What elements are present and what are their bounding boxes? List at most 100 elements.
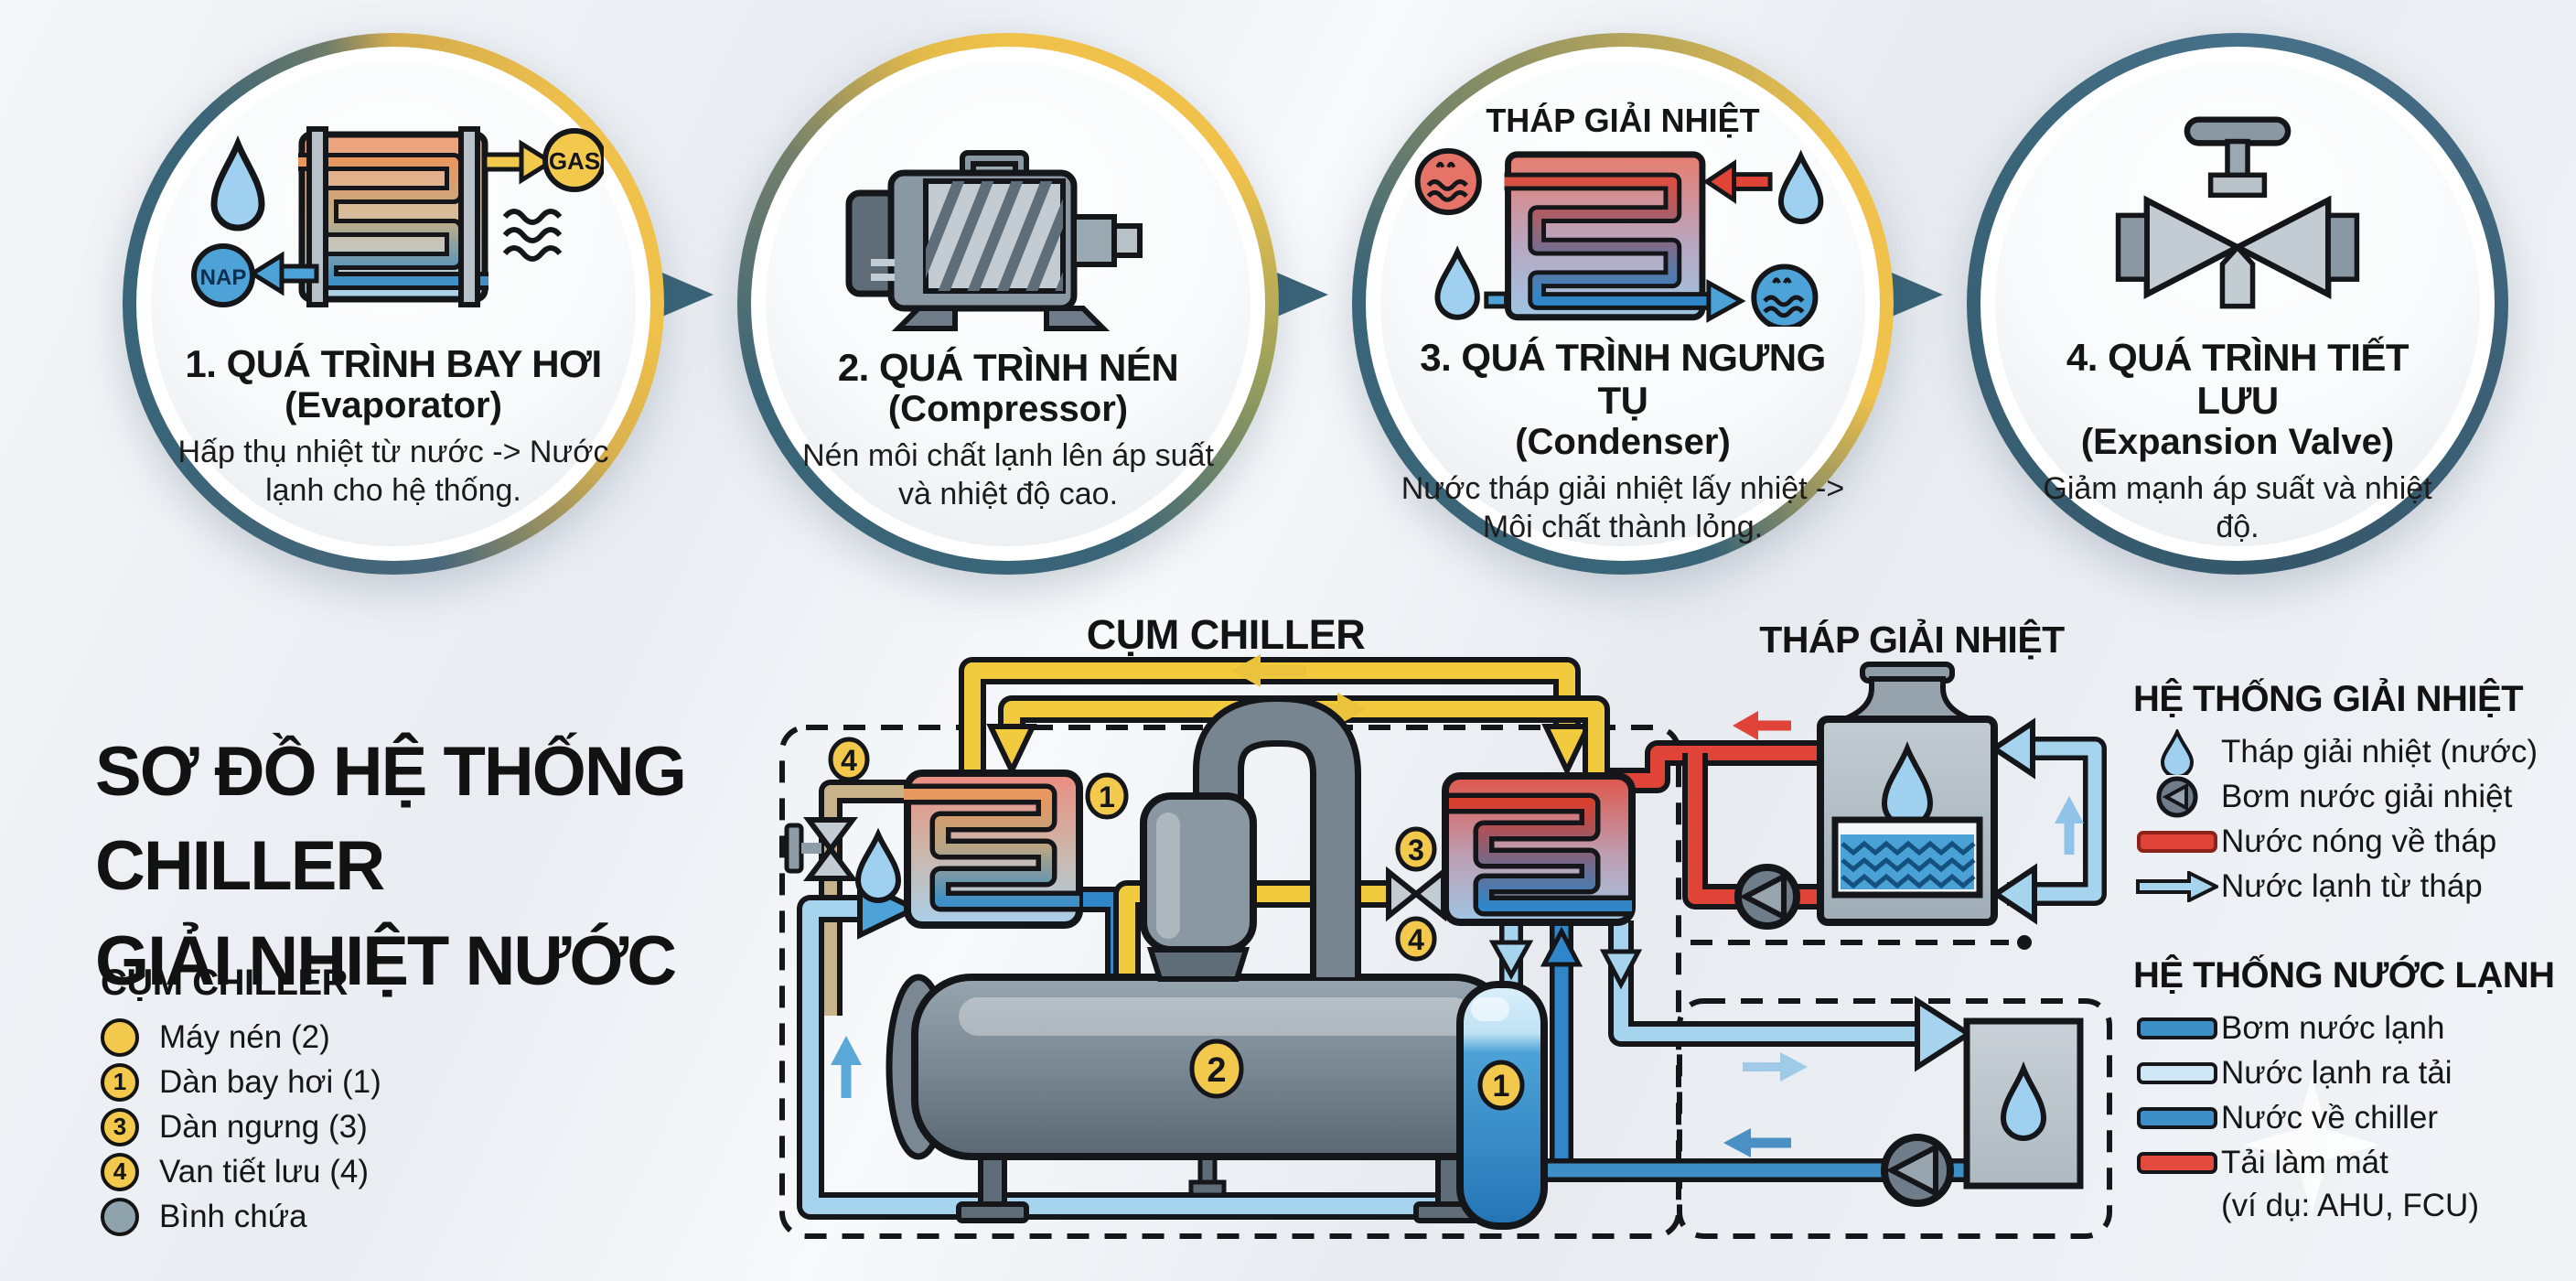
step-subtitle: (Evaporator) — [284, 385, 502, 426]
process-step-condensation: THÁP GIẢI NHIỆT — [1352, 33, 1894, 575]
chiller-legend-title: CỤM CHILLER — [101, 963, 349, 1003]
compressor-icon — [845, 150, 1143, 331]
chilled-legend-title: HỆ THỐNG NƯỚC LẠNH — [2133, 955, 2555, 996]
red-pipe-swatch — [2137, 1151, 2217, 1174]
evaporator-icon: GAS NAP — [191, 126, 604, 307]
legend-row-receiver: Bình chứa — [101, 1194, 381, 1239]
chilled-legend: HỆ THỐNG NƯỚC LẠNH Bơm nước lạnh Nước lạ… — [2133, 955, 2555, 1227]
legend-row-load: Tải làm mát — [2133, 1140, 2555, 1185]
flow-arrow-right-small — [1743, 1052, 1808, 1082]
gas-out-arrow — [482, 139, 555, 185]
step-title: 3. QUÁ TRÌNH NGƯNG TỤ — [1420, 335, 1826, 422]
legend-row-cooling-pump: Bơm nước giải nhiệt — [2133, 774, 2538, 819]
yellow-badge-3: 3 — [101, 1107, 139, 1146]
load-note: (ví dụ: AHU, FCU) — [2221, 1188, 2479, 1223]
step-description: Giảm mạnh áp suất và nhiệt độ. — [2043, 470, 2432, 544]
step-subtitle: (Condenser) — [1515, 421, 1731, 462]
expansion-valve-left — [784, 817, 858, 881]
heat-waves-icon — [502, 209, 563, 262]
cooling-legend-title: HỆ THỐNG GIẢI NHIỆT — [2133, 679, 2524, 719]
step-description: Hấp thụ nhiệt từ nước -> Nước lạnh cho h… — [177, 435, 609, 509]
gas-badge — [542, 128, 604, 192]
main-title-line2: CHILLER — [95, 827, 385, 906]
nap-badge — [191, 243, 255, 307]
tower-mini-label: THÁP GIẢI NHIỆT — [1486, 102, 1760, 139]
badge-expansion-right: 4 — [1408, 923, 1424, 956]
condenser-water-pump — [1734, 864, 1800, 930]
badge-expansion-left: 4 — [841, 744, 857, 777]
water-drop-icon — [854, 827, 902, 903]
water-waves — [1841, 840, 1976, 889]
step-subtitle: (Expansion Valve) — [2080, 421, 2395, 462]
water-drop-icon — [1434, 245, 1480, 320]
blue-pipe-swatch — [2137, 1106, 2217, 1129]
water-drop-icon — [2000, 1060, 2047, 1141]
expansion-valve-right — [1386, 866, 1446, 922]
legend-row-hot-water: Nước nóng về tháp — [2133, 819, 2538, 864]
legend-row-chilled-pump: Bơm nước lạnh — [2133, 1006, 2555, 1050]
chiller-barrel — [886, 974, 1515, 1223]
cooling-legend: HỆ THỐNG GIẢI NHIỆT Tháp giải nhiệt (nướ… — [2133, 679, 2538, 909]
cooling-load-box — [1963, 1017, 2084, 1190]
yellow-badge — [101, 1017, 139, 1057]
yellow-badge-1: 1 — [101, 1062, 139, 1102]
legend-row-evaporator: 1 Dàn bay hơi (1) — [101, 1060, 381, 1104]
cooling-tower — [1817, 662, 1998, 926]
expansion-valve-icon — [2115, 116, 2360, 309]
process-step-evaporation: GAS NAP 1. QUÁ TRÌNH BAY HƠI (Evaporator… — [123, 33, 664, 575]
cool-water-ball-icon — [1751, 264, 1819, 327]
water-drop-icon — [210, 135, 265, 231]
step-title: 2. QUÁ TRÌNH NÉN — [837, 346, 1179, 389]
hot-flow-arrow-left — [1733, 711, 1791, 740]
pale-blue-pipe-swatch — [2137, 1061, 2217, 1084]
water-drop-icon — [2160, 728, 2195, 775]
legend-row-supply: Nước lạnh ra tải — [2133, 1050, 2555, 1095]
legend-row-return: Nước về chiller — [2133, 1095, 2555, 1140]
step-title: 1. QUÁ TRÌNH BAY HƠI — [185, 342, 602, 385]
cold-out-arrow — [1484, 278, 1746, 323]
legend-row-cold-from-tower: Nước lạnh từ tháp — [2133, 864, 2538, 909]
condenser-hx — [1442, 772, 1636, 926]
tower-cold-pipes — [1989, 717, 2107, 925]
nap-badge-label: NAP — [200, 265, 247, 290]
blue-pipe-swatch — [2137, 1017, 2217, 1039]
evap-outlet-pipe — [1079, 887, 1131, 981]
badge-evaporator: 1 — [1099, 780, 1115, 813]
legend-row-condenser: 3 Dàn ngưng (3) — [101, 1104, 381, 1149]
chiller-box-label: CỤM CHILLER — [1086, 611, 1366, 658]
screw-threads — [926, 181, 1063, 291]
chiller-legend: CỤM CHILLER Máy nén (2) 1 Dàn bay hơi (1… — [101, 963, 381, 1239]
chilled-water-pump — [1881, 1134, 1954, 1207]
water-drop-icon — [1777, 149, 1824, 224]
legend-row-compressor: Máy nén (2) — [101, 1015, 381, 1060]
condenser-icon — [1414, 147, 1824, 327]
badge-condenser: 3 — [1408, 834, 1424, 867]
step-description: Nước tháp giải nhiệt lấy nhiệt -> Môi ch… — [1401, 470, 1845, 544]
yellow-badge-4: 4 — [101, 1152, 139, 1191]
flow-arrow-up — [831, 1036, 862, 1098]
evaporator-hx — [904, 770, 1083, 929]
badge-compressor: 2 — [1207, 1051, 1226, 1090]
step-title: 4. QUÁ TRÌNH TIẾT LƯU — [2066, 335, 2410, 422]
red-pipe-swatch — [2137, 830, 2217, 853]
process-step-expansion: 4. QUÁ TRÌNH TIẾT LƯU (Expansion Valve) … — [1967, 33, 2508, 575]
chilled-supply-pipe — [1599, 920, 1974, 1072]
main-title-line3: GIẢI NHIỆT NƯỚC — [95, 921, 677, 1000]
pump-icon — [2156, 776, 2198, 817]
tank-feed-pipe — [1488, 920, 1534, 986]
tower-label: THÁP GIẢI NHIỆT — [1759, 619, 2065, 661]
badge-tank: 1 — [1493, 1069, 1510, 1103]
main-title: SƠ ĐỒ HỆ THỐNG CHILLER GIẢI NHIỆT NƯỚC — [95, 725, 687, 1008]
compressor-unit — [1140, 695, 1361, 982]
step-description: Nén môi chất lạnh lên áp suất và nhiệt đ… — [802, 438, 1214, 512]
gray-badge — [101, 1197, 139, 1236]
return-riser-pipe — [1540, 920, 1583, 1182]
load-dashed-box — [1677, 998, 2112, 1239]
liquid-in-arrow — [248, 251, 319, 296]
diagram-badges: 4 1 2 3 4 1 — [828, 737, 1525, 1111]
legend-row-expansion-valve: 4 Van tiết lưu (4) — [101, 1149, 381, 1194]
step-subtitle: (Compressor) — [887, 389, 1129, 430]
dashed-line-end-dot — [2017, 935, 2032, 950]
light-blue-arrow-swatch — [2136, 870, 2218, 902]
